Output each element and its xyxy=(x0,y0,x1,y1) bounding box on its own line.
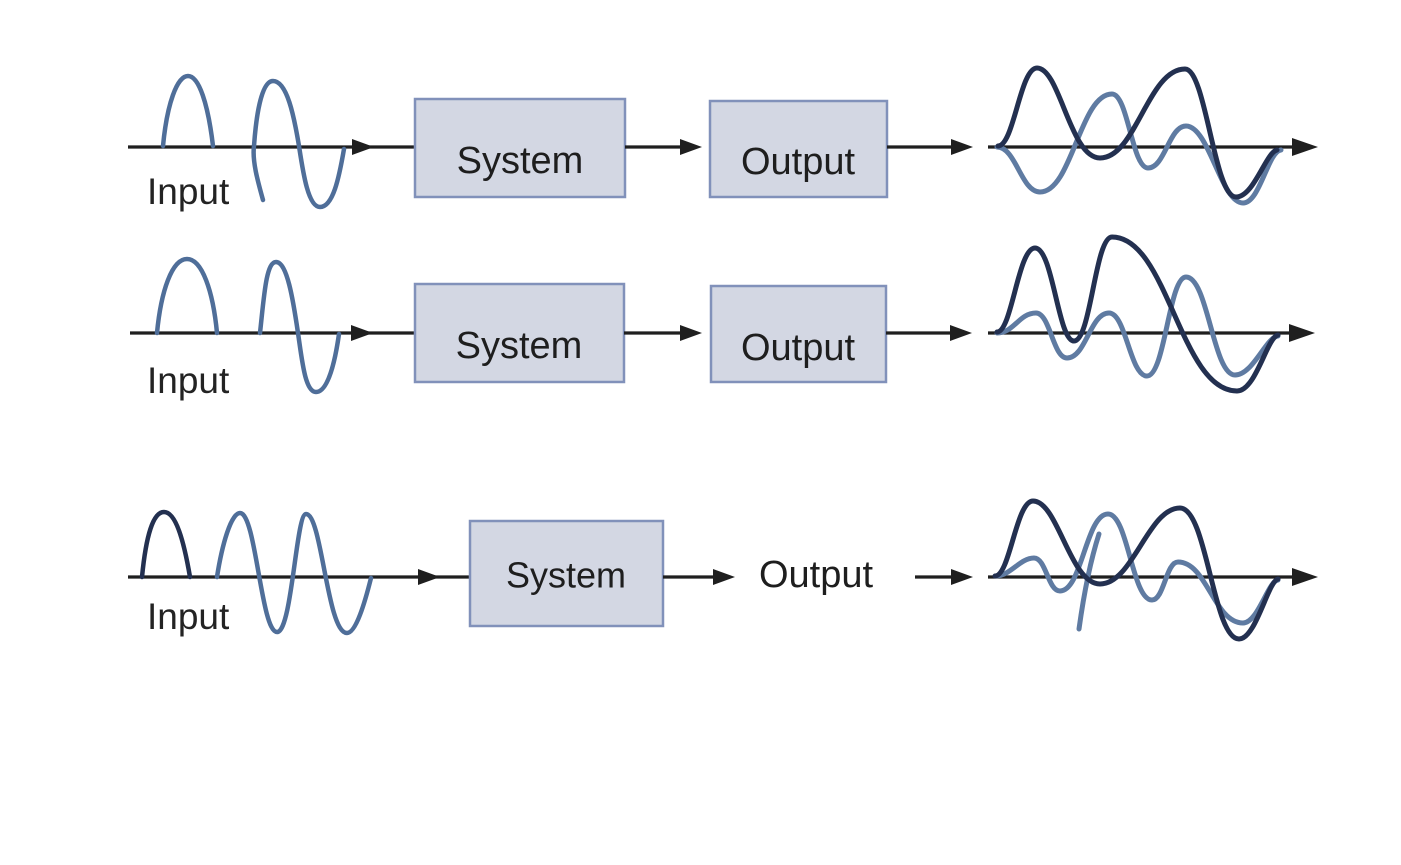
row3-input-label: Input xyxy=(147,596,230,637)
row1-input-label: Input xyxy=(147,171,230,212)
row-1: Input System Output xyxy=(128,65,1318,212)
row2-input-half-sine-wave xyxy=(154,256,220,336)
row2-input-arrowhead-icon xyxy=(351,325,373,341)
row-2: Input System Output xyxy=(130,234,1315,401)
row3-system-to-output-arrowhead-icon xyxy=(713,569,735,585)
row3-system-box-label: System xyxy=(506,555,626,596)
row2-output-wave-light xyxy=(994,274,1281,379)
row3-output-arrowhead-icon xyxy=(951,569,973,585)
row3-output-label: Output xyxy=(759,554,874,596)
row3-output-axis-arrowhead-icon xyxy=(1292,568,1318,586)
row-3: Input System Output xyxy=(128,498,1318,642)
row1-output-box xyxy=(708,99,889,199)
row2-system-to-output-arrowhead-icon xyxy=(680,325,702,341)
row1-input-half-sine-wave xyxy=(160,73,216,149)
row2-output-feed-arrowhead-icon xyxy=(950,325,972,341)
row3-input-half-sine-wave-dark xyxy=(139,509,193,580)
row3-input-arrowhead-icon xyxy=(418,569,440,585)
row1-system-to-output-arrowhead-icon xyxy=(680,139,702,155)
row2-system-box-label: System xyxy=(456,325,583,367)
row1-output-axis-arrowhead-icon xyxy=(1292,138,1318,156)
row1-input-sine-cycle-wave xyxy=(251,78,347,210)
row3-output-wave-light xyxy=(993,511,1281,626)
row3-input-sine-cycles-wave xyxy=(214,510,374,636)
row1-system-box-label: System xyxy=(457,140,584,182)
row1-output-feed-arrowhead-icon xyxy=(951,139,973,155)
row2-output-wave-dark xyxy=(994,234,1281,394)
row2-output-box-label: Output xyxy=(741,327,856,369)
row1-output-wave-light xyxy=(994,91,1284,206)
row1-output-box-label: Output xyxy=(741,141,856,183)
row1-input-arrowhead-icon xyxy=(352,139,374,155)
row3-system-box xyxy=(468,519,665,628)
row2-input-sine-cycle-wave xyxy=(257,259,342,395)
row2-output-axis-arrowhead-icon xyxy=(1289,324,1315,342)
row1-output-wave-dark xyxy=(995,65,1280,200)
row2-output-box xyxy=(709,284,888,384)
row2-input-label: Input xyxy=(147,360,230,401)
row3-output-wave-dark xyxy=(992,498,1281,642)
